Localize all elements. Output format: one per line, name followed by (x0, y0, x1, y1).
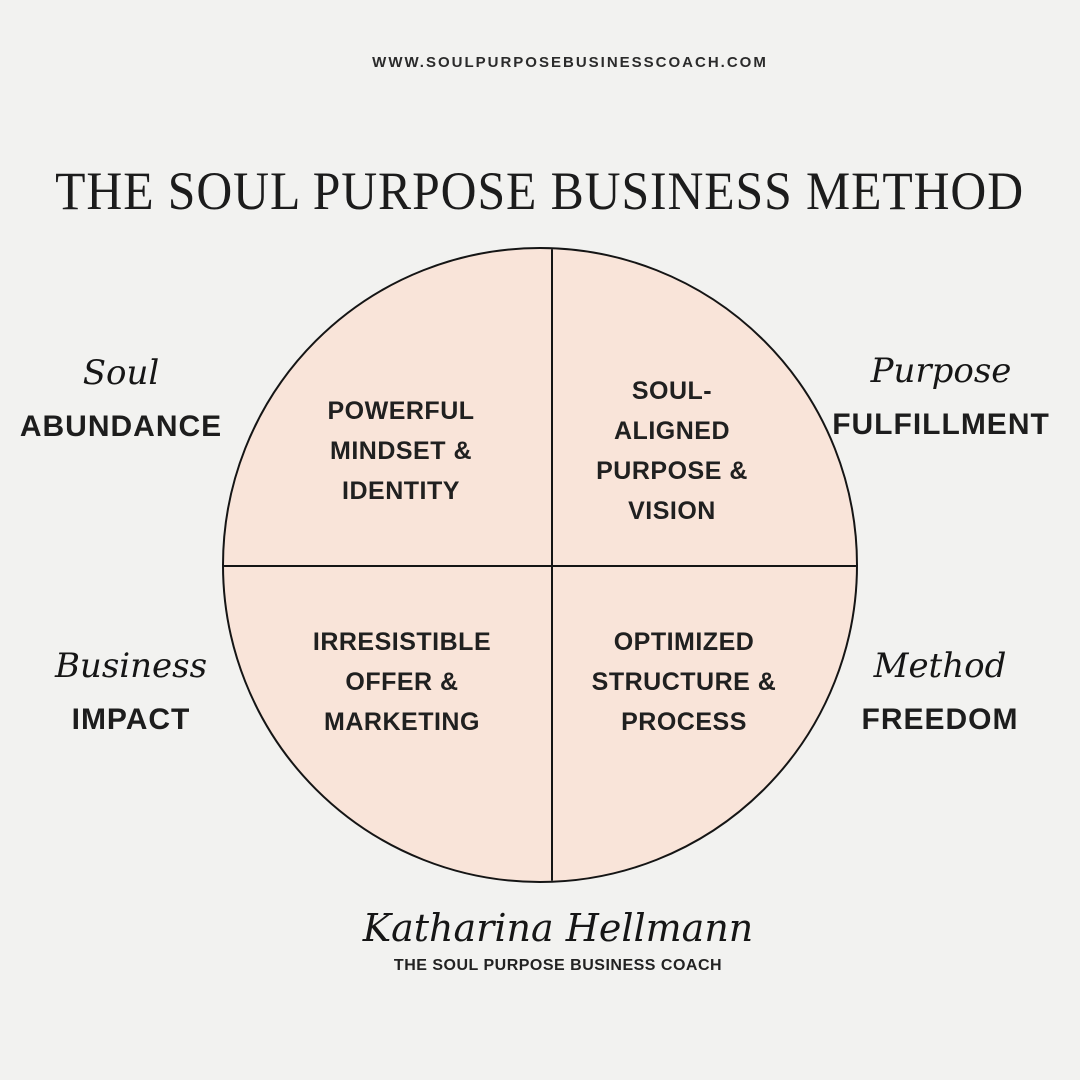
quadrant-text-line: PURPOSE & (596, 457, 748, 485)
quadrant-text-line: MARKETING (324, 708, 480, 736)
signature-subtitle: THE SOUL PURPOSE BUSINESS COACH (393, 957, 723, 974)
quadrant-soul-aligned-purpose-vision: SOUL- ALIGNED PURPOSE & VISION (596, 371, 748, 531)
impact-label: IMPACT (71, 703, 191, 736)
soul-script-label: Soul (82, 353, 160, 393)
quadrant-optimized-structure-process: OPTIMIZED STRUCTURE & PROCESS (592, 622, 777, 742)
signature-name: Katharina Hellmann (362, 906, 754, 950)
corner-soul-abundance: Soul ABUNDANCE (20, 352, 222, 445)
corner-business-impact: Business IMPACT (55, 645, 207, 738)
quadrant-text-line: PROCESS (621, 708, 747, 736)
page-title-row: THE SOUL PURPOSE BUSINESS METHOD (0, 158, 1080, 224)
page-title: THE SOUL PURPOSE BUSINESS METHOD (55, 161, 1025, 221)
wheel-horizontal-divider (224, 565, 856, 567)
corner-method-freedom: Method FREEDOM (862, 645, 1019, 738)
quadrant-text-line: POWERFUL (327, 397, 475, 425)
method-wheel (222, 247, 858, 883)
quadrant-text-line: VISION (628, 497, 716, 525)
quadrant-text-line: OPTIMIZED (613, 628, 755, 656)
freedom-label: FREEDOM (861, 703, 1019, 736)
quadrant-text-line: OFFER & (345, 668, 459, 696)
purpose-script-label: Purpose (870, 351, 1012, 391)
business-script-label: Business (54, 646, 208, 686)
quadrant-irresistible-offer-marketing: IRRESISTIBLE OFFER & MARKETING (313, 622, 491, 742)
quadrant-text-line: MINDSET & (329, 437, 472, 465)
quadrant-text-line: ALIGNED (613, 417, 730, 445)
quadrant-text-line: STRUCTURE & (591, 668, 777, 696)
quadrant-powerful-mindset-identity: POWERFUL MINDSET & IDENTITY (327, 391, 474, 511)
quadrant-text-line: IDENTITY (342, 477, 460, 505)
fulfillment-label: FULFILLMENT (832, 408, 1050, 441)
abundance-label: ABUNDANCE (19, 410, 223, 443)
footer-signature-block: Katharina Hellmann THE SOUL PURPOSE BUSI… (363, 903, 754, 976)
corner-purpose-fulfillment: Purpose FULFILLMENT (832, 350, 1050, 443)
quadrant-text-line: SOUL- (631, 377, 713, 405)
website-url: WWW.SOULPURPOSEBUSINESSCOACH.COM (372, 54, 768, 71)
quadrant-text-line: IRRESISTIBLE (312, 628, 492, 656)
method-script-label: Method (873, 646, 1007, 686)
